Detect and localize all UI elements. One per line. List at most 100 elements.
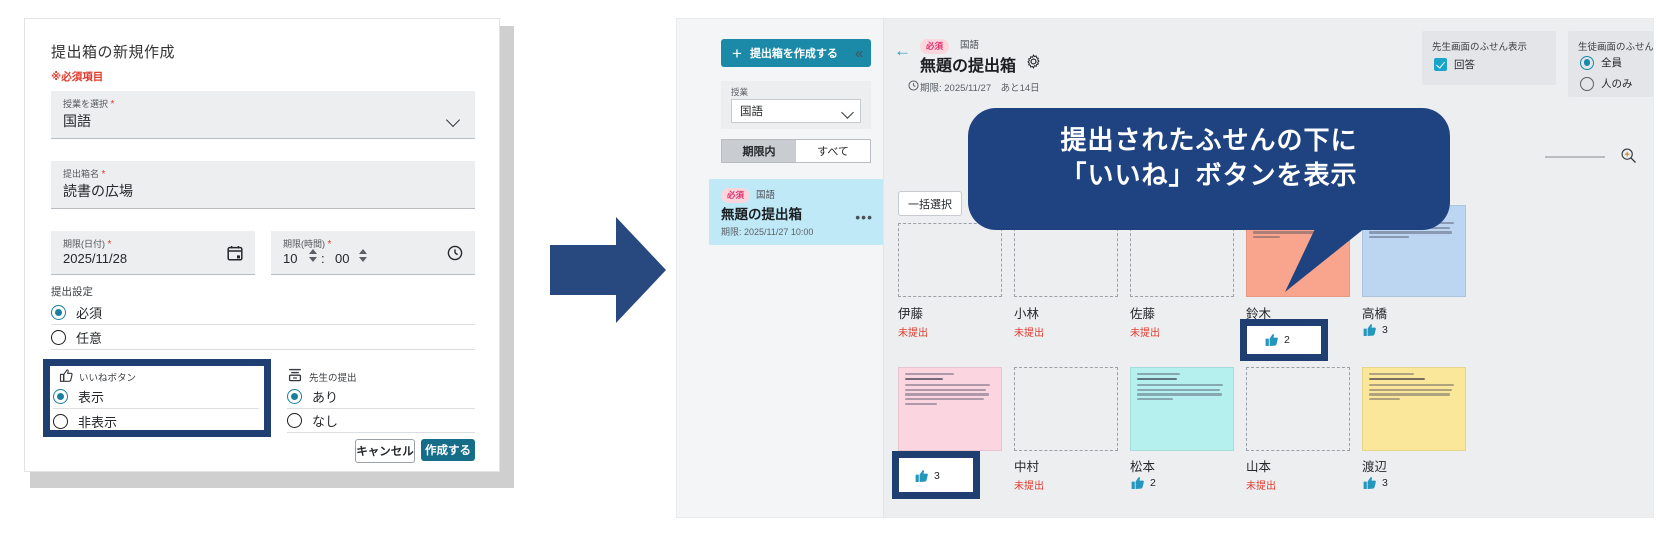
like-button[interactable]: 3 xyxy=(1362,475,1388,491)
header-category: 国語 xyxy=(960,40,980,51)
create-submission-box-button[interactable]: + 提出箱を作成する xyxy=(721,39,871,67)
card-slot[interactable] xyxy=(1130,223,1234,297)
box-name-field[interactable]: 提出箱名 * 読書の広場 xyxy=(51,161,475,209)
radio-optional-label: 任意 xyxy=(76,330,103,346)
like-count: 3 xyxy=(1382,324,1388,336)
radio-required[interactable] xyxy=(51,304,66,320)
sidebar-class-select[interactable]: 国語 xyxy=(731,99,861,123)
sidebar-class-label: 授業 xyxy=(731,87,749,97)
radio-like-hide[interactable] xyxy=(53,413,68,429)
like-button[interactable]: 2 xyxy=(1264,332,1290,348)
student-name: 渡辺 xyxy=(1362,460,1388,474)
hour-stepper[interactable] xyxy=(309,249,317,262)
radio-teacher-yes-label: あり xyxy=(312,390,339,405)
teacher-view-panel: 先生画面のふせん表示 回答 xyxy=(1422,31,1556,85)
zoom-in-icon[interactable] xyxy=(1620,147,1637,164)
teacher-submit-option-no[interactable]: なし xyxy=(287,409,475,433)
class-select-value: 国語 xyxy=(63,113,91,129)
callout-text: 提出されたふせんの下に 「いいね」ボタンを表示 xyxy=(968,124,1450,195)
student-status: 未提出 xyxy=(1014,481,1044,492)
card-slot[interactable] xyxy=(1246,367,1350,451)
student-status: 未提出 xyxy=(898,328,928,339)
header-badge-wrap: 必須 xyxy=(920,36,950,54)
zoom-slider[interactable] xyxy=(1545,156,1605,158)
radio-all-students[interactable] xyxy=(1580,55,1594,70)
student-name: 小林 xyxy=(1014,307,1040,321)
submit-setting-option-required[interactable]: 必須 xyxy=(51,300,475,325)
class-select-field[interactable]: 授業を選択 * 国語 xyxy=(51,91,475,139)
card-slot[interactable] xyxy=(898,223,1002,297)
sidebar: + 提出箱を作成する 授業 国語 期限内 すべて 必須国語 無題の提出箱 期限:… xyxy=(709,19,884,517)
radio-teacher-no[interactable] xyxy=(287,413,302,428)
teacher-submit-option-yes[interactable]: あり xyxy=(287,385,475,409)
bulk-select-button[interactable]: 一括選択 xyxy=(898,191,962,216)
collapse-left-icon[interactable]: « xyxy=(855,45,863,62)
teacher-view-checkbox-answer[interactable]: 回答 xyxy=(1434,57,1475,72)
minute-stepper[interactable] xyxy=(359,249,367,262)
like-button-highlight-box xyxy=(892,451,980,499)
due-time-hour[interactable]: 10 xyxy=(283,251,298,266)
like-button[interactable]: 2 xyxy=(1130,475,1156,491)
app-window: + 提出箱を作成する 授業 国語 期限内 すべて 必須国語 無題の提出箱 期限:… xyxy=(676,18,1654,518)
clock-icon xyxy=(908,80,919,91)
back-arrow-icon[interactable]: ← xyxy=(894,41,911,60)
calendar-icon[interactable] xyxy=(227,245,243,261)
callout-line-2: 「いいね」ボタンを表示 xyxy=(1060,161,1358,192)
card-slot[interactable] xyxy=(1014,223,1118,297)
more-options-icon[interactable]: ••• xyxy=(855,209,873,225)
tab-all[interactable]: すべて xyxy=(817,146,849,158)
radio-limited-students-label: 人のみ xyxy=(1601,78,1633,90)
like-count: 2 xyxy=(1150,477,1156,489)
radio-teacher-yes[interactable] xyxy=(287,389,302,404)
like-button-option-show[interactable]: 表示 xyxy=(53,385,259,409)
student-name: 山本 xyxy=(1246,460,1272,474)
radio-limited-students[interactable] xyxy=(1580,76,1594,91)
main-content: ← 必須 国語 無題の提出箱 期限: 2025/11/27 あと14日 先生画面… xyxy=(884,19,1653,517)
due-date-field[interactable]: 期限(日付) * 2025/11/28 xyxy=(51,231,255,275)
submitted-note-card[interactable] xyxy=(1362,367,1466,451)
submitted-note-card[interactable] xyxy=(898,367,1002,451)
due-time-separator: : xyxy=(321,251,325,266)
cancel-button[interactable]: キャンセル xyxy=(355,439,415,463)
dialog-title: 提出箱の新規作成 xyxy=(51,44,176,61)
sidebar-item-category: 国語 xyxy=(756,190,776,201)
thumbs-up-icon xyxy=(1363,477,1376,489)
like-button-highlight-box xyxy=(1240,319,1328,361)
like-count: 3 xyxy=(1382,477,1388,489)
sidebar-item-submission-box[interactable]: 必須国語 無題の提出箱 期限: 2025/11/27 10:00 ••• xyxy=(709,179,883,245)
gear-icon[interactable] xyxy=(1026,54,1041,69)
chevron-down-icon[interactable] xyxy=(448,115,461,123)
radio-like-hide-label: 非表示 xyxy=(78,414,118,430)
student-view-radio-all[interactable]: 全員 xyxy=(1580,55,1622,70)
student-name: 伊藤 xyxy=(898,307,924,321)
teacher-submit-label: 先生の提出 xyxy=(309,373,357,384)
callout-line-1: 提出されたふせんの下に xyxy=(1060,126,1358,156)
submit-setting-option-optional[interactable]: 任意 xyxy=(51,325,475,350)
page-title: 無題の提出箱 xyxy=(920,58,1017,75)
create-button[interactable]: 作成する xyxy=(421,439,475,461)
create-submission-box-dialog: 提出箱の新規作成 ※必須項目 授業を選択 * 国語 提出箱名 * 読書の広場 期… xyxy=(24,18,514,488)
card-slot[interactable] xyxy=(1014,367,1118,451)
checkbox-answer-teacher[interactable] xyxy=(1434,58,1447,71)
thumbs-up-icon xyxy=(59,369,73,382)
submitted-note-card[interactable] xyxy=(1130,367,1234,451)
thumbs-up-icon xyxy=(1131,477,1144,489)
tab-within-deadline[interactable]: 期限内 xyxy=(722,140,796,162)
header-badge: 必須 xyxy=(920,38,950,54)
due-time-field[interactable]: 期限(時間) * 10 : 00 xyxy=(271,231,475,275)
like-button[interactable]: 3 xyxy=(1362,322,1388,338)
clock-icon[interactable] xyxy=(447,245,463,261)
student-status: 未提出 xyxy=(1014,328,1044,339)
like-button[interactable]: 3 xyxy=(914,468,940,484)
right-arrow-icon xyxy=(550,217,666,323)
like-button-option-hide[interactable]: 非表示 xyxy=(53,409,259,433)
student-status: 未提出 xyxy=(1130,328,1160,339)
radio-optional[interactable] xyxy=(51,329,66,345)
student-name: 鈴木 xyxy=(1246,307,1272,321)
student-view-radio-limited[interactable]: 人のみ xyxy=(1580,76,1633,91)
due-time-minute[interactable]: 00 xyxy=(335,251,350,266)
sidebar-item-due: 期限: 2025/11/27 10:00 xyxy=(721,227,814,237)
radio-like-show[interactable] xyxy=(53,389,68,404)
plus-icon: + xyxy=(732,43,742,63)
box-name-value: 読書の広場 xyxy=(63,183,133,199)
